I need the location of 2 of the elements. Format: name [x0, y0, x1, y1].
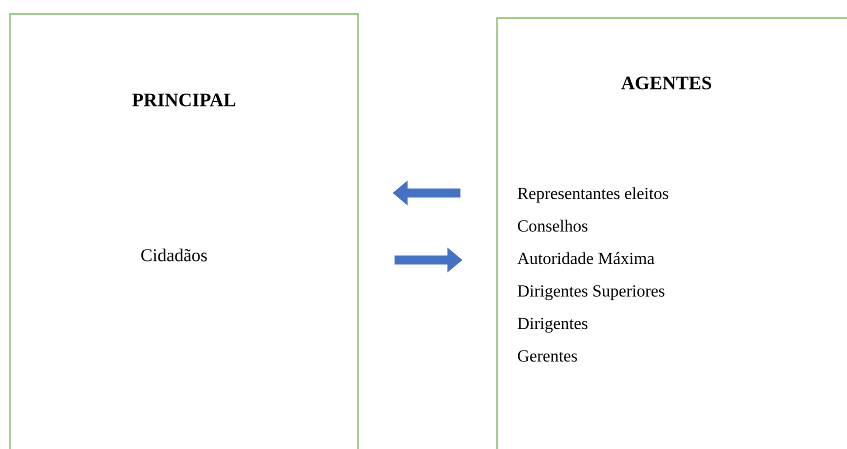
text-box: AGENTES Representantes eleitos Conselhos Autoridade Máxima Dirigentes Superiores Dirigentes Gerentes — [496, 17, 847, 449]
text-box: PRINCIPAL Cidadãos — [9, 13, 359, 449]
